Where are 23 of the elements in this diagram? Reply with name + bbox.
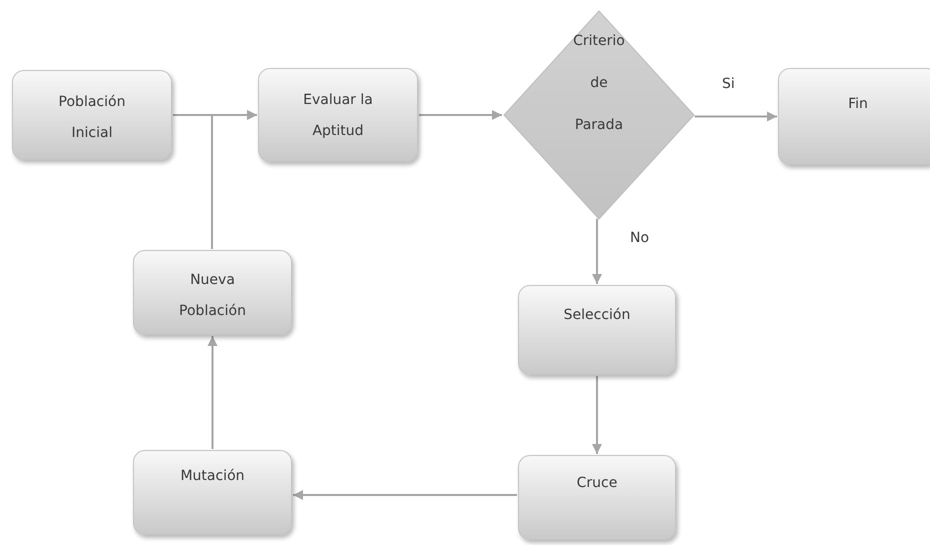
node-label: Mutación bbox=[179, 467, 246, 486]
node-label: Evaluar la Aptitud bbox=[302, 91, 374, 141]
arrow bbox=[211, 110, 257, 249]
process-box bbox=[778, 68, 930, 165]
arrow bbox=[592, 218, 602, 284]
process-box bbox=[12, 70, 172, 160]
arrow bbox=[208, 336, 218, 449]
node-label: Cruce bbox=[576, 474, 618, 493]
process-box bbox=[258, 68, 418, 162]
process-box bbox=[133, 450, 292, 535]
arrow bbox=[592, 376, 602, 454]
arrow bbox=[694, 112, 777, 122]
node-label: Nueva Población bbox=[178, 271, 247, 321]
process-box bbox=[518, 455, 676, 540]
node-label: Población Inicial bbox=[58, 93, 126, 143]
node-label: Selección bbox=[562, 306, 632, 325]
decision-diamond bbox=[503, 10, 695, 220]
node-label: Criterio de Parada bbox=[572, 32, 626, 135]
process-box bbox=[133, 250, 292, 335]
arrow bbox=[293, 490, 517, 500]
arrow bbox=[419, 110, 502, 120]
node-label: Fin bbox=[847, 95, 869, 114]
process-box bbox=[518, 285, 676, 375]
